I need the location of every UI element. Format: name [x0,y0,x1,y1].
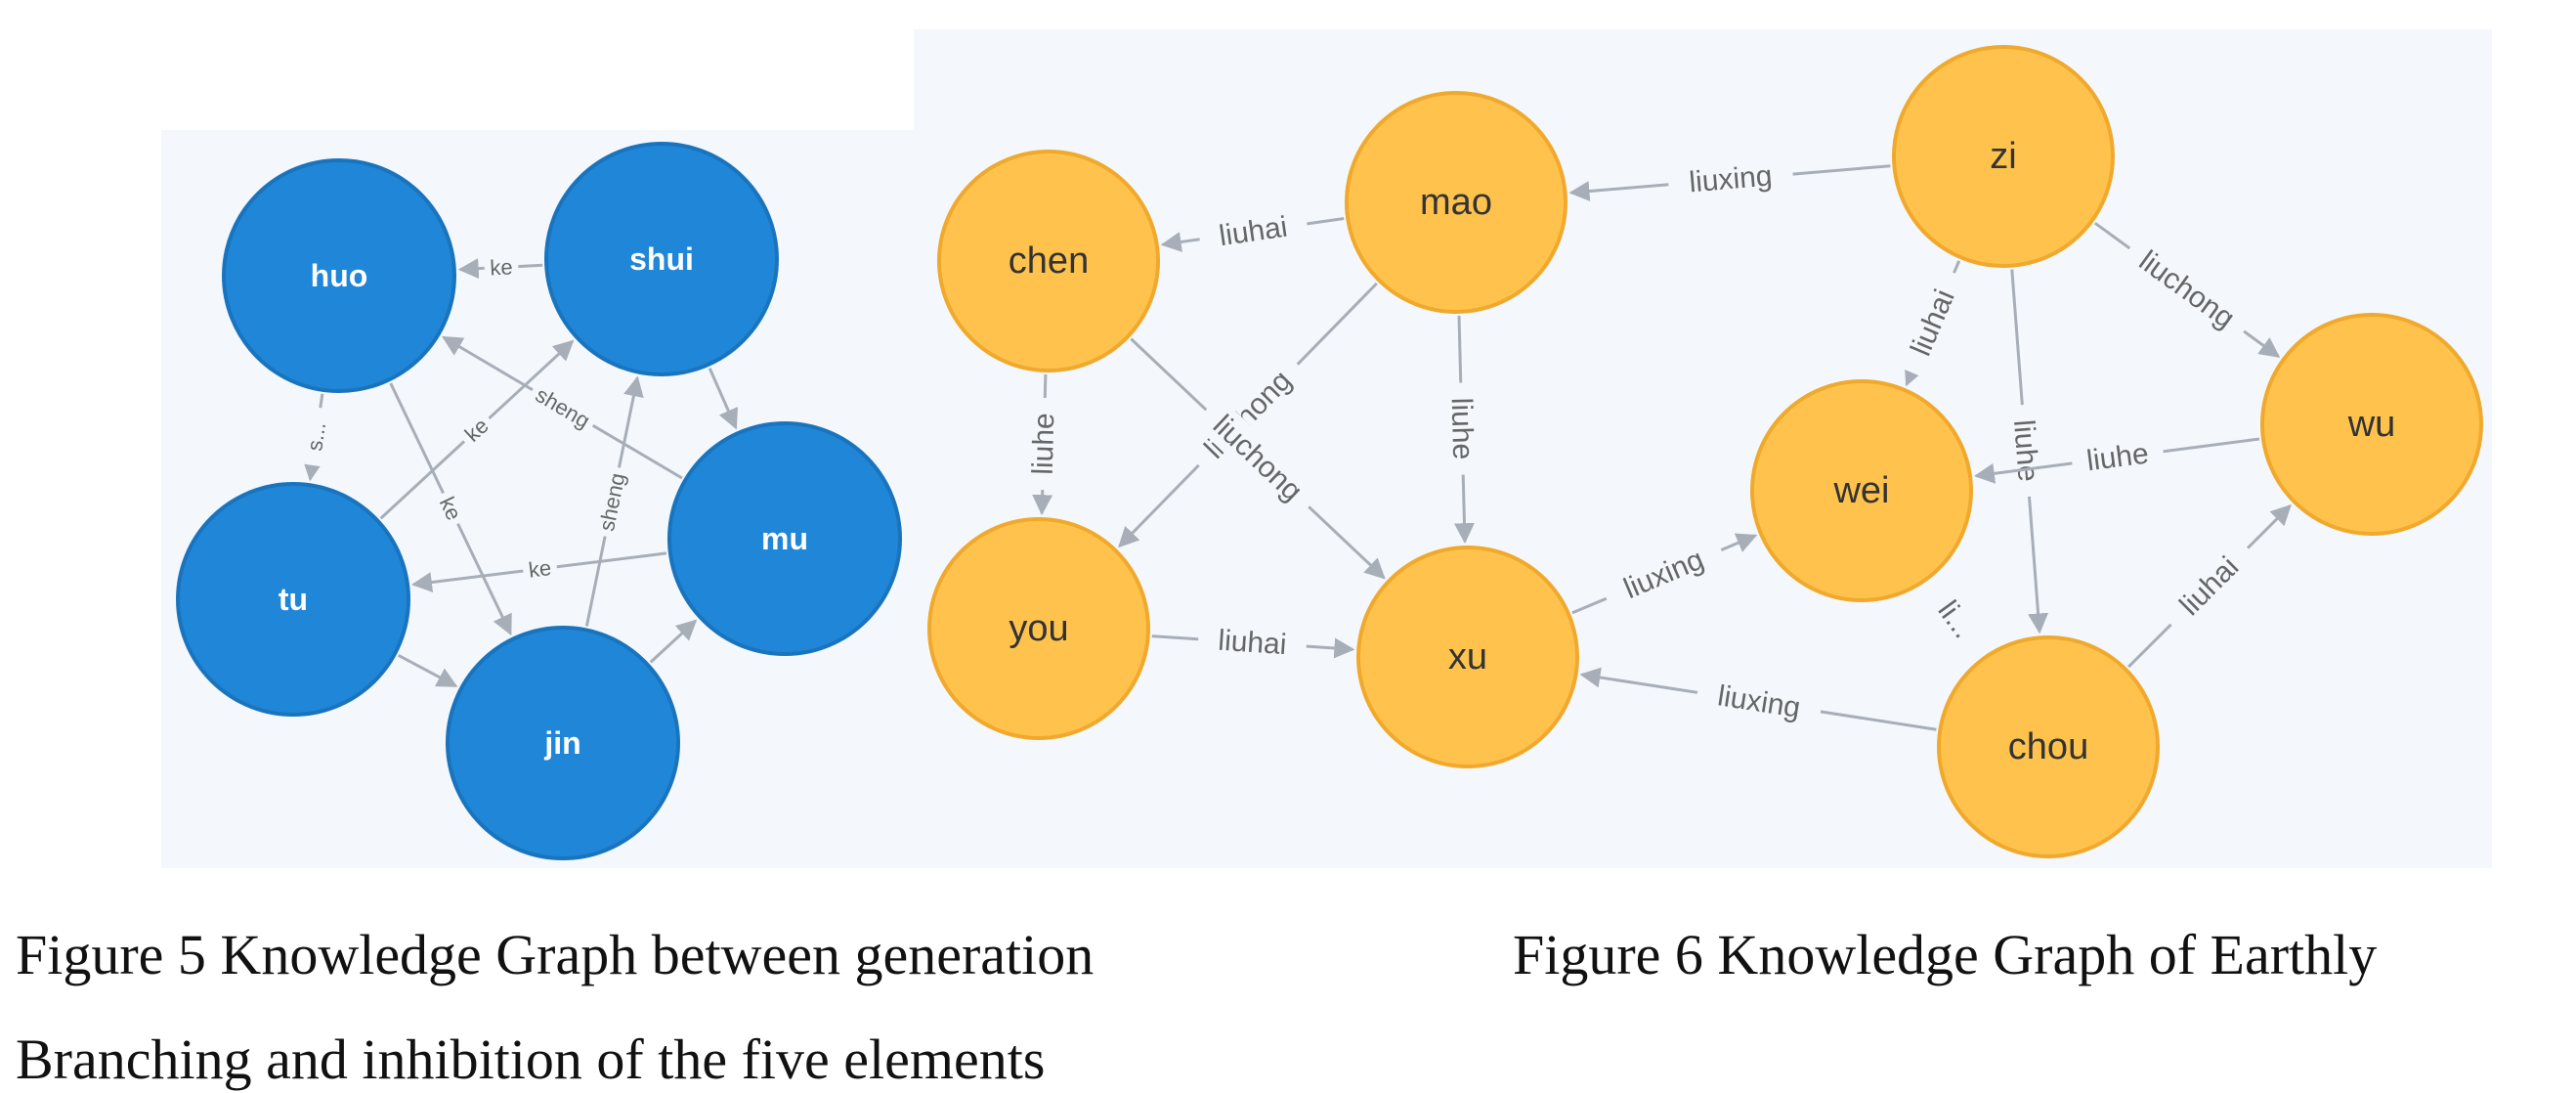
edge-label-bg [1023,397,1064,491]
node-wu[interactable] [2260,313,2483,536]
figure6-caption: Figure 6 Knowledge Graph of Earthly [1513,923,2378,986]
edge-label-bg [525,377,600,438]
node-label-tu: tu [279,582,308,617]
node-chen[interactable] [937,150,1160,372]
edge-label-bg [2069,432,2167,483]
edge-label-bg [521,552,559,586]
edge-label-bg [1694,674,1825,731]
edge-label-wu-wei: liuhe [2084,437,2150,477]
edge-label-bg [1196,620,1309,666]
node-label-you: you [1009,608,1068,649]
node-xu[interactable] [1356,546,1579,768]
node-label-xu: xu [1448,636,1487,678]
edge-label-bg [430,487,471,530]
edge-label-bg [2002,403,2048,499]
edge-label-bg [1894,265,1972,380]
node-label-wu: wu [2347,404,2396,445]
node-label-shui: shui [629,241,694,277]
node-label-chen: chen [1009,240,1089,282]
node-label-jin: jin [543,725,580,761]
node-label-mao: mao [1420,182,1492,223]
edge-label-huo-tu: s... [302,420,330,453]
edge-label-bg [1599,532,1729,617]
edge-label-shui-huo: ke [490,254,513,280]
edge-jin-mu [649,619,698,664]
node-label-wei: wei [1832,470,1889,511]
edge-label-zi-mao: liuxing [1688,159,1774,198]
node-label-chou: chou [2008,726,2088,767]
node-label-zi: zi [1990,136,2016,177]
node-mao[interactable] [1345,91,1567,314]
edge-shui-mu [708,368,738,430]
node-shui[interactable] [544,142,779,376]
edge-label-chen-you: liuhe [1027,413,1061,475]
edge-label-bg [1192,396,1322,521]
node-jin[interactable] [446,626,680,860]
edge-tu-jin [397,654,458,688]
figure6-background [914,29,2492,868]
edge-label-bg [1912,571,1998,669]
node-huo[interactable] [222,158,456,393]
node-chou[interactable] [1937,635,2160,858]
node-label-huo: huo [311,258,368,293]
node-zi[interactable] [1892,45,2115,268]
node-wei[interactable] [1750,379,1973,602]
edge-label-bg [483,252,520,283]
edge-label-bg [2157,534,2261,638]
edge-label-bg [1666,154,1795,204]
node-label-mu: mu [761,521,808,556]
figure5-caption-line1: Figure 5 Knowledge Graph between generat… [16,923,1095,986]
edge-label-bg [1184,351,1311,479]
edge-label-bg [298,406,334,467]
node-tu[interactable] [176,482,410,717]
figure5-caption-line2: Branching and inhibition of the five ele… [16,1027,1046,1091]
edge-label-bg [1196,204,1310,259]
edge-label-zi-chou: liuhe [2007,418,2044,483]
edge-label-bg [591,464,633,540]
node-you[interactable] [927,517,1150,740]
edge-label-mao-xu: liuhe [1445,397,1480,459]
edge-label-you-xu: liuhai [1217,625,1287,662]
edge-label-mu-tu: ke [527,555,552,583]
edge-label-bg [2118,233,2255,347]
node-mu[interactable] [667,421,902,656]
edge-label-bg [1441,382,1482,475]
edge-label-bg [454,408,499,452]
